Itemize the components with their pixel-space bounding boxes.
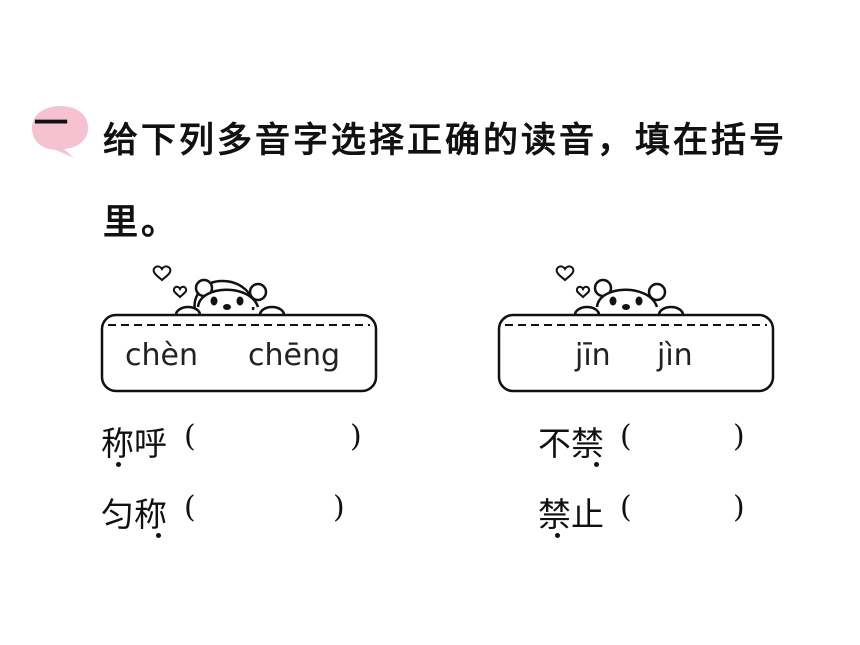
question-number: 一	[34, 104, 68, 144]
pinyin-option-1: chèn	[125, 338, 198, 373]
emphasis-dot	[555, 533, 560, 538]
bear-peek-card-icon	[100, 265, 378, 393]
close-paren: )	[350, 419, 362, 454]
word-text: 匀称	[101, 495, 167, 534]
open-paren: (	[184, 419, 196, 454]
open-paren: (	[184, 490, 196, 525]
close-paren: )	[733, 419, 745, 454]
emphasis-dot	[594, 462, 599, 467]
close-paren: )	[333, 490, 345, 525]
close-paren: )	[733, 490, 745, 525]
pinyin-card-2: jīn jìn	[497, 255, 777, 395]
speech-bubble-icon	[32, 106, 88, 158]
pinyin-card-1: chèn chēng	[100, 255, 380, 395]
question-instruction: 给下列多音字选择正确的读音，填在括号里。	[103, 121, 788, 243]
word-text: 不禁	[538, 424, 604, 463]
emphasis-dot	[156, 533, 161, 538]
word-text: 禁止	[538, 495, 604, 534]
emphasis-dot	[116, 462, 121, 467]
open-paren: (	[620, 490, 632, 525]
question-number-badge	[26, 104, 88, 158]
pinyin-option-2: jìn	[657, 338, 693, 373]
bear-peek-card-icon	[497, 265, 775, 393]
word-text: 称呼	[101, 424, 167, 463]
pinyin-option-1: jīn	[575, 338, 611, 373]
open-paren: (	[620, 419, 632, 454]
pinyin-option-2: chēng	[248, 338, 341, 373]
